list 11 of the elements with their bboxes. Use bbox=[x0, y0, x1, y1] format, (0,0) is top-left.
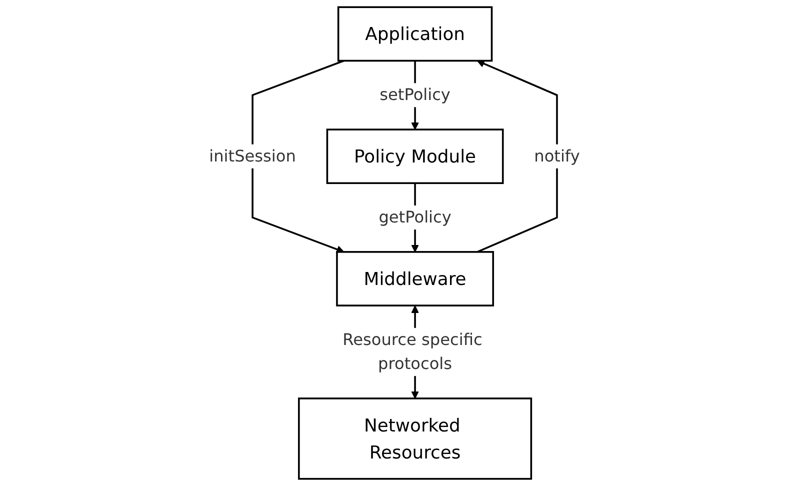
node-box: Networked Resources bbox=[298, 398, 532, 480]
node-box: Application bbox=[337, 6, 493, 62]
edge-label: notify bbox=[534, 146, 580, 166]
arrow bbox=[252, 60, 344, 254]
arrow bbox=[476, 60, 558, 253]
edge-label: setPolicy bbox=[380, 86, 450, 105]
edge-label: initSession bbox=[209, 146, 296, 166]
node-box: Policy Module bbox=[326, 128, 504, 184]
node-box: Middleware bbox=[336, 251, 494, 306]
edge-label: getPolicy bbox=[378, 208, 452, 227]
edge-label: Resource specific protocols bbox=[342, 330, 482, 374]
